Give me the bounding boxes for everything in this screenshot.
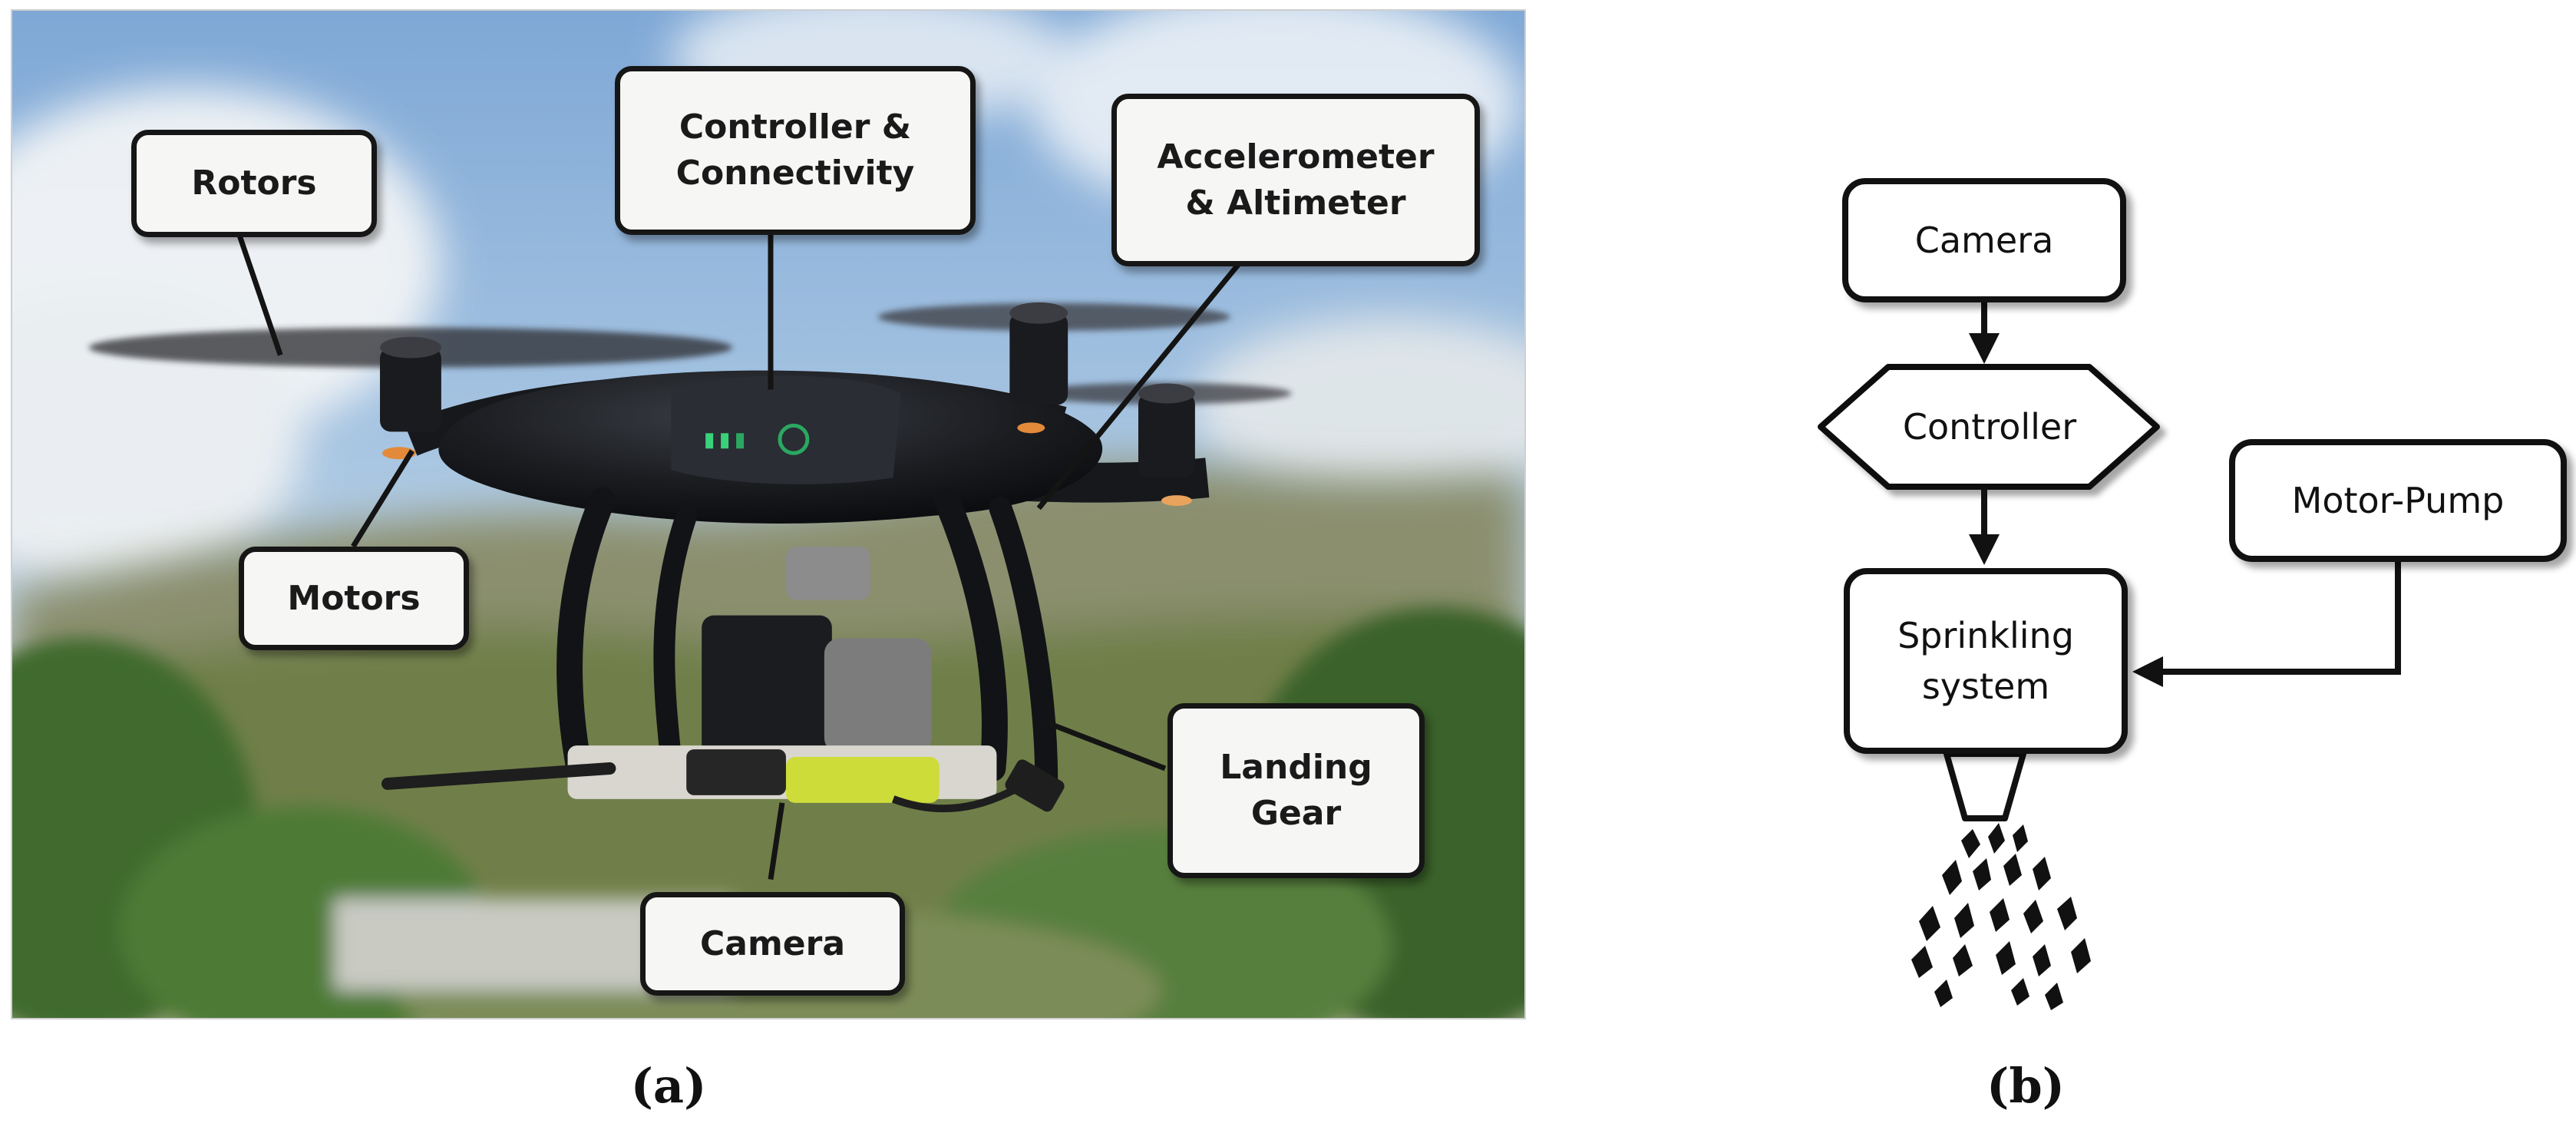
camera-node: Camera bbox=[1842, 178, 2126, 302]
callout-motors: Motors bbox=[239, 547, 469, 650]
callout-accelerometer-altimeter: Accelerometer & Altimeter bbox=[1111, 94, 1480, 266]
drone-photo-panel: Rotors Controller & Connectivity Acceler… bbox=[11, 9, 1526, 1019]
sprinkling-system-node: Sprinkling system bbox=[1844, 568, 2128, 754]
spray-droplets bbox=[1911, 823, 2091, 1010]
motor-pump-node: Motor-Pump bbox=[2229, 439, 2567, 562]
controller-hexagon bbox=[1818, 364, 2160, 490]
callout-rotors: Rotors bbox=[131, 130, 377, 237]
caption-a: (a) bbox=[630, 1058, 707, 1114]
controller-node-label: Controller bbox=[1902, 406, 2077, 448]
drone-illustration bbox=[88, 302, 1292, 813]
arrow-motorpump-to-sprinkling bbox=[2132, 562, 2401, 687]
sprinkler-nozzle bbox=[1944, 751, 2026, 821]
caption-b: (b) bbox=[1986, 1058, 2066, 1114]
callout-landing-gear: Landing Gear bbox=[1167, 703, 1425, 878]
callout-controller-connectivity: Controller & Connectivity bbox=[615, 66, 976, 235]
callout-camera: Camera bbox=[640, 892, 905, 996]
